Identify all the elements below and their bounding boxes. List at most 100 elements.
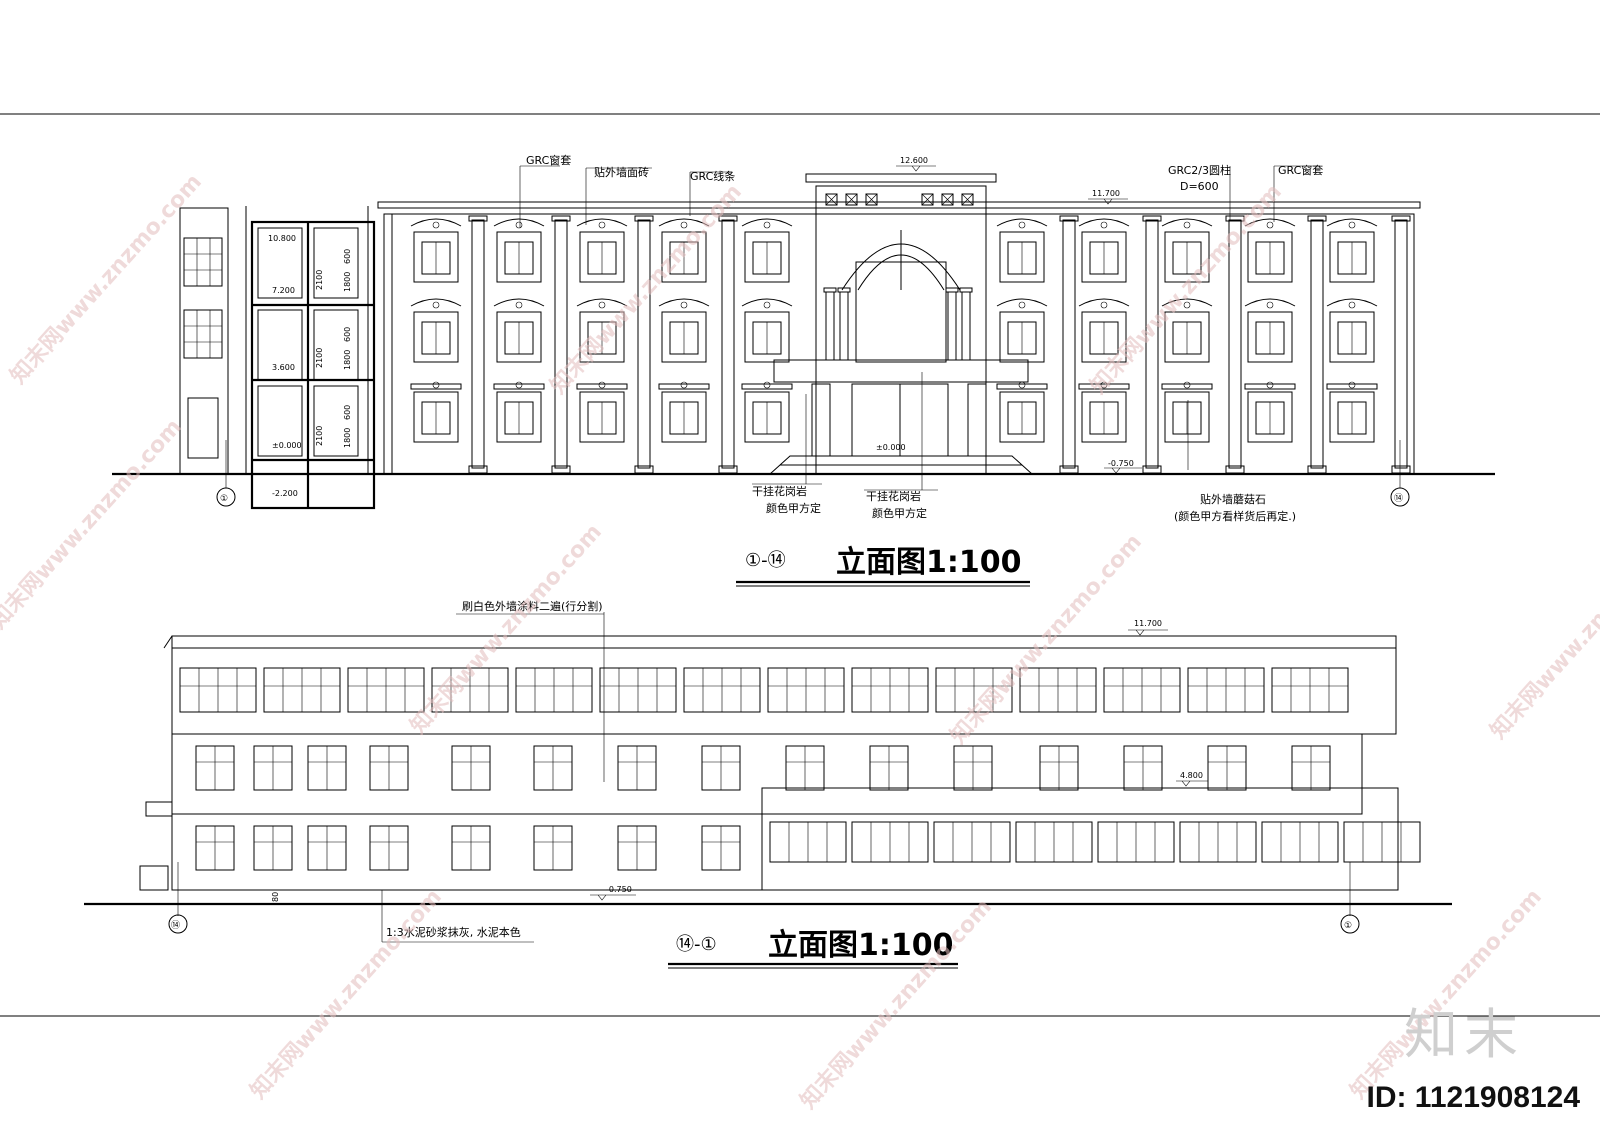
label-grc-line: GRC线条 [690,169,735,183]
drawing-id: ID: 1121908124 [1366,1081,1580,1114]
title-elevation-1: 立面图1:100 [836,545,1022,580]
label-level-11700: 11.700 [1092,189,1120,198]
watermark-2: 知末网www.znzmo.com [545,179,747,399]
window-keystone [1100,381,1108,389]
pilaster-capital [468,215,488,222]
axis-bubble-right [1390,487,1410,507]
ornament-box [865,193,878,206]
window-hood [1078,383,1130,390]
side-steps [139,865,169,891]
window-keystone [1266,221,1274,229]
axis-label-right-2: ① [1344,921,1352,931]
window-keystone [598,381,606,389]
brand-logo: 知末 [1404,1003,1524,1066]
window-hood [741,218,793,227]
window-keystone [432,221,440,229]
axis-bubble-left [216,487,236,507]
window-keystone [763,301,771,309]
label-level-11700-e2: 11.700 [1134,619,1162,628]
tower-column-capital [823,287,837,293]
window-hood [1244,218,1296,227]
pilasters [468,215,1411,474]
window-hood [1326,383,1378,390]
label-plaster: 1:3水泥砂浆抹灰, 水泥本色 [386,925,521,939]
window-keystone [515,301,523,309]
window-hood [1244,298,1296,307]
facade-window [1164,311,1210,363]
side-window [183,237,223,287]
section-dim-1800-a: 1800 [343,272,352,292]
pilaster-capital [551,215,571,222]
pilaster-capital [1391,215,1411,222]
label-mushroom-stone: 贴外墙蘑菇石 [1200,492,1266,506]
window-keystone [1183,221,1191,229]
section-dim-600-b: 600 [343,327,352,342]
label-grc-window-right: GRC窗套 [1278,163,1323,177]
window-hood [576,218,628,227]
label-column: GRC2/3圆柱 [1168,163,1231,177]
window-keystone [1100,221,1108,229]
section-level-minus2200: -2.200 [272,489,298,498]
pilaster [1145,219,1159,469]
window-keystone [598,301,606,309]
window-keystone [1183,381,1191,389]
section-opening [313,227,359,299]
ornament-box [961,193,974,206]
curtain-wall [855,261,947,363]
pilaster [1228,219,1242,469]
window-hood [410,218,462,227]
ornament-cross [845,193,858,206]
window-hood [410,383,462,390]
pilaster-base [468,465,488,474]
facade-window [1164,231,1210,283]
section-level-3600: 3.600 [272,363,295,372]
pilaster-base [551,465,571,474]
section-opening [257,385,303,457]
label-tile: 贴外墙面砖 [594,165,649,179]
facade-window [661,391,707,443]
ornament-box [825,193,838,206]
facade-window [496,231,542,283]
facade-window [579,231,625,283]
window-hood [410,298,462,307]
title-elevation-2: 立面图1:100 [768,928,954,963]
facade-window [1247,231,1293,283]
label-stone-2a: 干挂花岗岩 [866,489,921,503]
window-keystone [598,221,606,229]
window-hood [658,218,710,227]
facade-window [1164,391,1210,443]
watermark-3: 知末网www.znzmo.com [1085,179,1287,399]
facade-window [1329,391,1375,443]
window-keystone [763,221,771,229]
window-hood [493,383,545,390]
section-opening [257,227,303,299]
lower-wing-left [171,813,763,891]
ornament-box [941,193,954,206]
facade-window [1081,231,1127,283]
window-keystone [432,381,440,389]
axis-label-right: ⑭ [1394,493,1403,504]
watermark-8: 知末网www.znzmo.com [245,884,447,1104]
facade-window [661,311,707,363]
lower-wing-right [761,787,1399,891]
section-level-10800: 10.800 [268,234,296,243]
axis-label-left: ① [220,494,228,504]
pilaster [1394,219,1408,469]
label-roof-level: 12.600 [900,156,928,165]
tower-column [839,291,849,361]
window-hood [576,383,628,390]
window-hood [658,298,710,307]
pilaster-capital [718,215,738,222]
pilaster-capital [1225,215,1245,222]
label-stone-1a: 干挂花岗岩 [752,484,807,498]
label-paint: 刷白色外墙涂料二遍(行分割) [462,599,603,613]
window-keystone [432,301,440,309]
facade-window [1329,231,1375,283]
elevation-2-windows [179,667,1421,871]
title-axes-2: ⑭-① [676,934,717,955]
facade-window [661,231,707,283]
facade-window [413,231,459,283]
section-opening [313,309,359,381]
window-keystone [1266,301,1274,309]
tower-column-capital [837,287,851,293]
